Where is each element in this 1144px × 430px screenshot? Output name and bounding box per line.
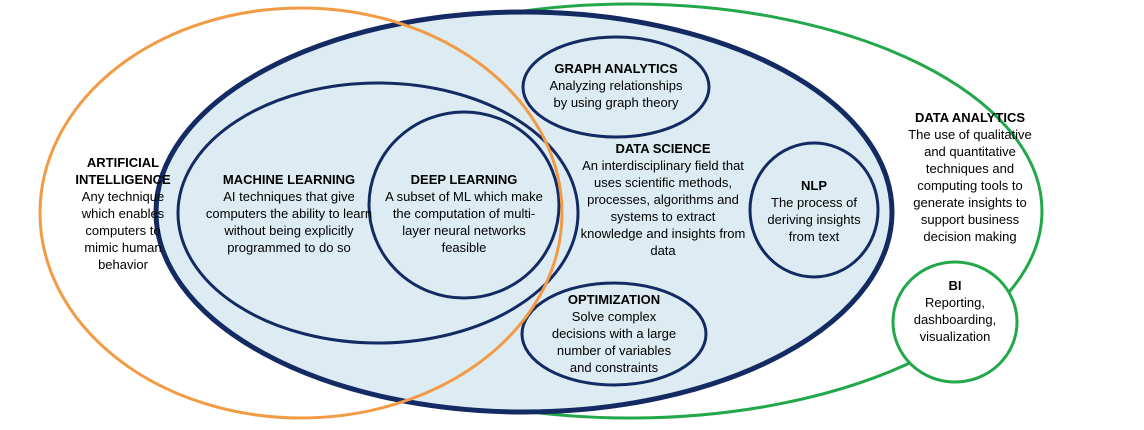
optimization-label: OPTIMIZATION Solve complex decisions wit… <box>534 291 694 376</box>
graph-analytics-desc: Analyzing relationships by using graph t… <box>549 78 683 110</box>
data-science-label: DATA SCIENCE An interdisciplinary field … <box>573 140 753 259</box>
bi-circle <box>891 260 1019 384</box>
artificial-intelligence-title-line1: ARTIFICIAL <box>86 155 160 170</box>
deep-learning-circle <box>367 110 561 300</box>
deep-learning-title: DEEP LEARNING <box>410 172 518 187</box>
data-analytics-desc: The use of qualitative and quantitative … <box>908 127 1032 244</box>
machine-learning-title: MACHINE LEARNING <box>222 172 356 187</box>
nlp-circle <box>748 141 880 279</box>
nlp-label: NLP The process of deriving insights fro… <box>757 177 871 245</box>
data-analytics-title: DATA ANALYTICS <box>914 110 1026 125</box>
graph-analytics-title: GRAPH ANALYTICS <box>554 61 678 76</box>
nlp-title: NLP <box>801 178 827 193</box>
deep-learning-desc: A subset of ML which make the computatio… <box>385 189 543 255</box>
data-science-ellipse <box>153 9 895 415</box>
deep-learning-label: DEEP LEARNING A subset of ML which make … <box>371 171 557 256</box>
artificial-intelligence-ellipse <box>38 6 564 420</box>
data-science-title: DATA SCIENCE <box>615 141 711 156</box>
nlp-desc: The process of deriving insights from te… <box>767 195 861 244</box>
optimization-desc: Solve complex decisions with a large num… <box>551 309 677 375</box>
bi-label: BI Reporting, dashboarding, visualizatio… <box>895 277 1015 345</box>
bi-desc: Reporting, dashboarding, visualization <box>913 295 997 344</box>
optimization-title: OPTIMIZATION <box>567 292 661 307</box>
graph-analytics-label: GRAPH ANALYTICS Analyzing relationships … <box>531 60 701 111</box>
optimization-ellipse <box>520 281 708 387</box>
data-analytics-label: DATA ANALYTICS The use of qualitative an… <box>895 109 1045 245</box>
artificial-intelligence-title-line2: INTELLIGENCE <box>75 172 171 187</box>
machine-learning-desc: AI techniques that give computers the ab… <box>205 189 373 255</box>
bi-title: BI <box>948 278 962 293</box>
machine-learning-label: MACHINE LEARNING AI techniques that give… <box>205 171 373 256</box>
data-science-desc: An interdisciplinary field that uses sci… <box>580 158 746 258</box>
artificial-intelligence-label: ARTIFICIAL INTELLIGENCE Any technique wh… <box>58 154 188 273</box>
artificial-intelligence-desc: Any technique which enables computers to… <box>81 189 165 272</box>
machine-learning-ellipse <box>176 81 580 345</box>
graph-analytics-ellipse <box>521 35 711 139</box>
